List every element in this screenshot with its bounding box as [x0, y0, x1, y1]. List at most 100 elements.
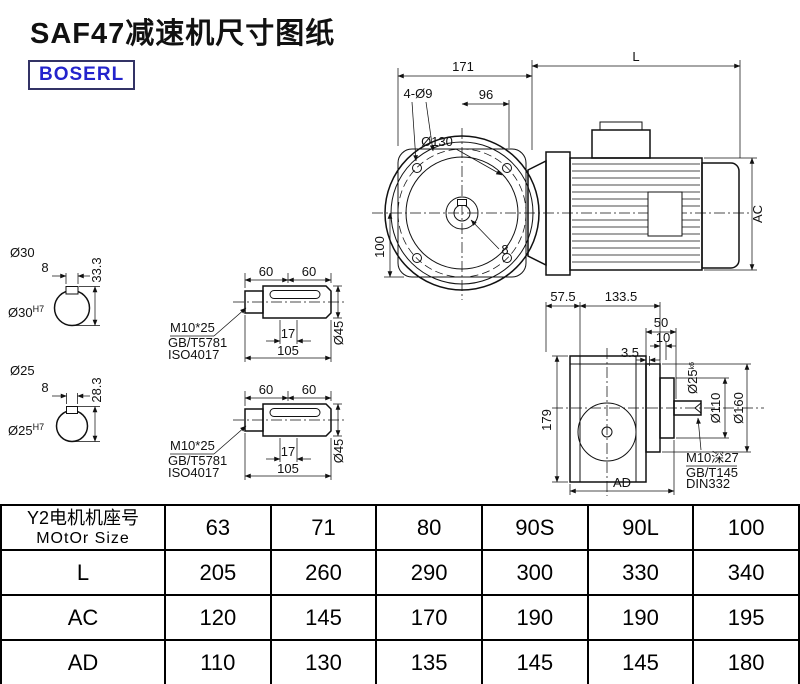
- shaft-top-dim-17-label: 17: [281, 326, 295, 341]
- shaft-bottom-dim-105-label: 105: [277, 461, 299, 476]
- terminal-box: [591, 129, 651, 159]
- side-dim-ad-label: AD: [613, 475, 631, 490]
- shaft-bottom-note1-label: M10*25: [170, 438, 215, 453]
- side-flange-dia-label: Ø160: [731, 392, 746, 424]
- output-hub: [445, 196, 479, 230]
- shaft-bottom-dim-60b-label: 60: [302, 382, 316, 397]
- side-dim-50-label: 50: [654, 315, 668, 330]
- side-view: 57.5 133.5 50 10 3.5 Ø25k6 Ø110 Ø160 179…: [539, 289, 764, 496]
- shaft-body: [262, 403, 332, 437]
- shaft-top-note3-label: ISO4017: [168, 347, 219, 362]
- fan-cover: [701, 162, 740, 269]
- bolt-hole: [412, 163, 422, 173]
- table-cell: 205: [164, 549, 272, 596]
- table-cell: 145: [480, 639, 589, 684]
- side-note2-label: GB/T145: [686, 465, 738, 480]
- shaft-keyway: [269, 290, 321, 299]
- side-dim-10-label: 10: [656, 330, 670, 345]
- brand-logo: BOSERL: [28, 60, 136, 90]
- solid-shaft-bottom: 60 60 M10*25 GB/T5781 ISO4017 17 105 Ø45: [168, 382, 346, 480]
- table-cell: 300: [480, 549, 589, 596]
- table-size-cell: 63: [164, 504, 272, 551]
- table-cell: 190: [480, 594, 589, 641]
- dim-center-height-label: 100: [372, 236, 387, 258]
- row-label-AC: AC: [0, 594, 166, 641]
- section-top-keyway-height-label: 33.3: [89, 257, 104, 282]
- table-cell: 130: [269, 639, 378, 684]
- shaft-bottom-dia-label: Ø45: [331, 439, 346, 464]
- section-bottom-dia-label: Ø25: [10, 363, 35, 378]
- output-shaft: [673, 400, 702, 416]
- gearbox-face-circle: [384, 135, 540, 291]
- section-top-keyway: [65, 286, 79, 295]
- technical-drawing: 171 L 4-Ø9 96 Ø130 100 8 AC Ø30 8 33.3 Ø…: [8, 49, 765, 496]
- shaft-bottom-dim-17-label: 17: [281, 444, 295, 459]
- bolt-hole: [412, 253, 422, 263]
- flange-circle: [405, 156, 519, 270]
- table-cell: 290: [375, 549, 483, 596]
- table-size-cell: 80: [375, 504, 483, 551]
- shaft-top-dim-60b-label: 60: [302, 264, 316, 279]
- table-cell: 195: [692, 594, 800, 641]
- table-row-L: L 205 260 290 300 330 340: [0, 549, 800, 596]
- table-cell: 120: [164, 594, 272, 641]
- bolt-circle: [397, 148, 527, 278]
- side-note1-label: M10深27: [686, 450, 739, 465]
- bolt-hole: [502, 253, 512, 263]
- table-cell: 145: [269, 594, 378, 641]
- table-size-cell: 90L: [586, 504, 695, 551]
- page-title: SAF47减速机尺寸图纸: [30, 18, 336, 50]
- front-view: 171 L 4-Ø9 96 Ø130 100 8 AC: [372, 49, 765, 300]
- shaft-center-hole: [694, 402, 702, 414]
- table-cell: 330: [586, 549, 695, 596]
- side-hub-dia-label: Ø110: [708, 393, 723, 424]
- side-dim-3-5-label: 3.5: [621, 345, 639, 360]
- shaft-keyway: [269, 408, 321, 417]
- motor-size-table: Y2电机机座号 MOtOr Size 63 71 80 90S 90L 100 …: [0, 504, 800, 684]
- shaft-bottom-note2-label: GB/T5781: [168, 453, 227, 468]
- table-cell: 110: [164, 639, 272, 684]
- shaft-top-note2-label: GB/T5781: [168, 335, 227, 350]
- header-cn: Y2电机机座号: [26, 507, 140, 528]
- table-cell: 180: [692, 639, 800, 684]
- shaft-bottom-dim-60a-label: 60: [259, 382, 273, 397]
- section-top-bore-label: Ø30H7: [8, 304, 44, 320]
- shaft-top-note1-label: M10*25: [170, 320, 215, 335]
- motor-nameplate: [647, 191, 683, 237]
- side-shaft-dia-label: Ø25k6: [685, 362, 700, 394]
- shaft-bottom-note3-label: ISO4017: [168, 465, 219, 480]
- section-bottom-bore-label: Ø25H7: [8, 422, 44, 438]
- header-en: MOtOr Size: [36, 529, 130, 547]
- table-cell: 190: [586, 594, 695, 641]
- section-bottom-keyway-height-label: 28.3: [89, 377, 104, 402]
- table-size-cell: 71: [269, 504, 378, 551]
- section-bottom-bore-circle: [55, 409, 89, 443]
- table-cell: 260: [269, 549, 378, 596]
- table-row-header: Y2电机机座号 MOtOr Size 63 71 80 90S 90L 100: [0, 504, 800, 551]
- side-dim-left-label: 57.5: [550, 289, 575, 304]
- table-size-cell: 100: [692, 504, 800, 551]
- row-label-AD: AD: [0, 639, 166, 684]
- side-note3-label: DIN332: [686, 476, 730, 491]
- table-cell: 135: [375, 639, 483, 684]
- shaft-top-dim-105-label: 105: [277, 343, 299, 358]
- dim-motor-length-label: L: [632, 49, 639, 64]
- row-label-L: L: [0, 549, 166, 596]
- motor-fins: [572, 163, 700, 263]
- side-dim-right-label: 133.5: [605, 289, 638, 304]
- table-size-cell: 90S: [480, 504, 589, 551]
- shaft-top-dia-label: Ø45: [331, 321, 346, 346]
- side-dim-height-label: 179: [539, 409, 554, 431]
- bore-keyway: [457, 199, 467, 206]
- bolt-hole: [502, 163, 512, 173]
- table-row-AD: AD 110 130 135 145 145 180: [0, 639, 800, 684]
- shaft-body: [262, 285, 332, 319]
- dim-keyway-width-label: 8: [501, 242, 508, 257]
- dim-bolt-holes-label: 4-Ø9: [404, 86, 433, 101]
- table-cell: 340: [692, 549, 800, 596]
- section-top-dia-label: Ø30: [10, 245, 35, 260]
- solid-shaft-top: 60 60 M10*25 GB/T5781 ISO4017 17 105 Ø45: [168, 264, 346, 362]
- worm-wheel-boss: [577, 402, 637, 462]
- table-row-AC: AC 120 145 170 190 190 195: [0, 594, 800, 641]
